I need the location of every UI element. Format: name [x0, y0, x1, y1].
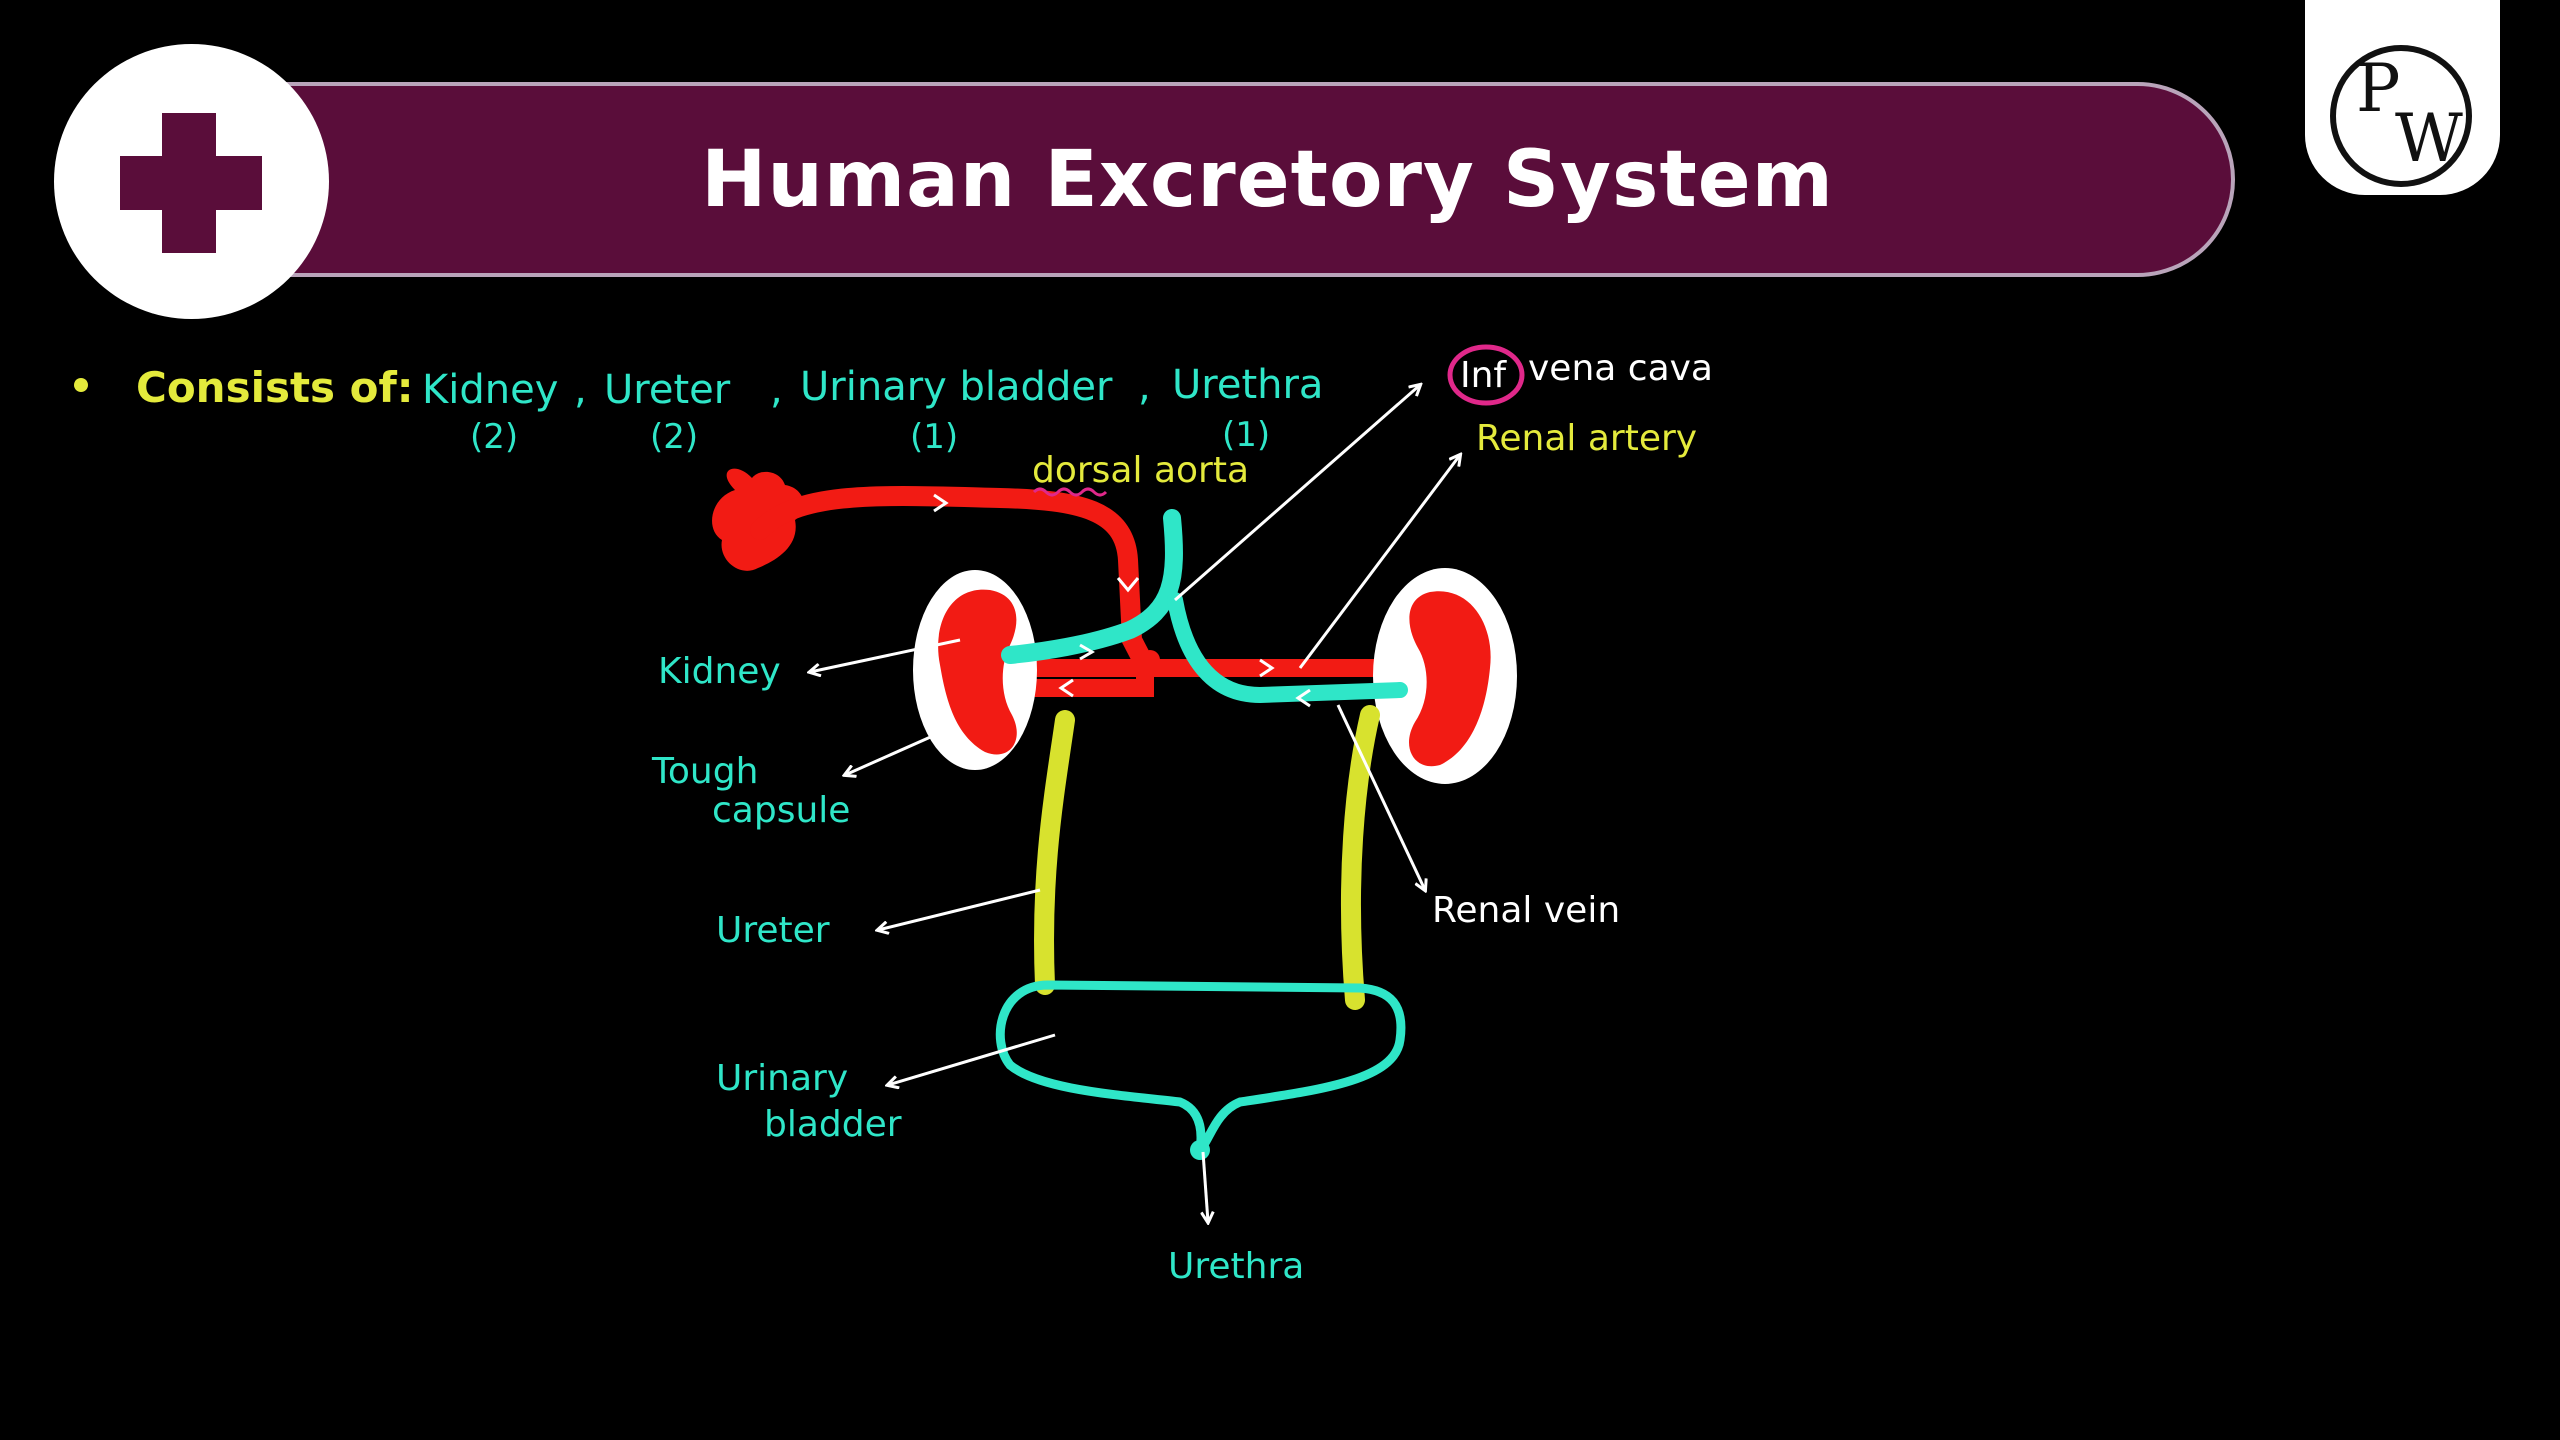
pw-logo-letter-p: P [2356, 50, 2401, 127]
intro-count-urethra: (1) [1222, 415, 1270, 455]
pw-logo-ring [2330, 45, 2472, 187]
label-urinary: Urinary [716, 1058, 848, 1099]
flow-arrow-6 [1295, 688, 1311, 708]
title-banner: Human Excretory System [240, 82, 2235, 277]
intro-part-ureter: Ureter [604, 367, 731, 413]
consists-of-label: Consists of: [136, 363, 414, 412]
right-ureter [1340, 705, 1380, 1010]
label-ureter: Ureter [716, 910, 830, 951]
urethra-opening [1190, 1140, 1210, 1160]
flow-arrow-5 [1058, 678, 1074, 698]
bullet-point [74, 378, 88, 392]
label-kidney: Kidney [658, 651, 781, 692]
label-renal-artery: Renal artery [1476, 418, 1697, 459]
label-urethra: Urethra [1168, 1246, 1304, 1287]
pw-logo-letter-w: W [2395, 100, 2463, 177]
pointer-urethra [1203, 1151, 1208, 1222]
intro-separator-3: , [1138, 364, 1151, 410]
pointer-inf-vena-cava [1174, 385, 1420, 602]
left-ureter [1034, 710, 1075, 995]
right-kidney [1409, 591, 1491, 767]
inferior-vena-cava-left [1001, 509, 1183, 664]
intro-part-urinary-bladder: Urinary bladder [800, 364, 1113, 410]
intro-count-urinary-bladder: (1) [910, 417, 958, 457]
label-capsule: capsule [712, 790, 850, 831]
pointer-kidney [810, 638, 961, 672]
label-bladder: bladder [764, 1104, 902, 1145]
label-tough: Tough [651, 751, 758, 792]
intro-separator-2: , [770, 367, 783, 413]
flow-arrow-2 [1116, 577, 1140, 593]
intro-count-ureter: (2) [650, 417, 698, 457]
dorsal-aorta-underline [1032, 487, 1108, 497]
left-kidney [938, 589, 1017, 755]
plus-icon-horizontal-bar [120, 156, 262, 210]
pointer-urinary-bladder [888, 1033, 1056, 1085]
renal-vein-right [1167, 592, 1408, 704]
pointer-renal-vein [1336, 704, 1425, 890]
flow-arrow-1 [933, 493, 949, 513]
inf-circle-mark [1447, 344, 1525, 406]
page-title: Human Excretory System [701, 134, 1834, 225]
label-renal-vein: Renal vein [1432, 890, 1620, 931]
intro-separator-1: , [574, 367, 587, 413]
label-vena-cava: vena cava [1528, 348, 1713, 389]
intro-part-urethra: Urethra [1172, 362, 1323, 408]
flow-arrow-4 [1259, 658, 1275, 678]
label-dorsal-aorta: dorsal aorta [1032, 450, 1249, 491]
label-inf: Inf [1460, 355, 1507, 396]
urinary-bladder [995, 980, 1406, 1155]
pointer-tough-capsule [845, 733, 936, 775]
intro-part-kidney: Kidney [422, 367, 558, 413]
pointer-ureter [878, 888, 1041, 930]
intro-count-kidney: (2) [470, 417, 518, 457]
flow-arrow-3 [1079, 643, 1095, 661]
dorsal-aorta [750, 486, 1160, 682]
pointer-renal-artery [1298, 455, 1460, 669]
